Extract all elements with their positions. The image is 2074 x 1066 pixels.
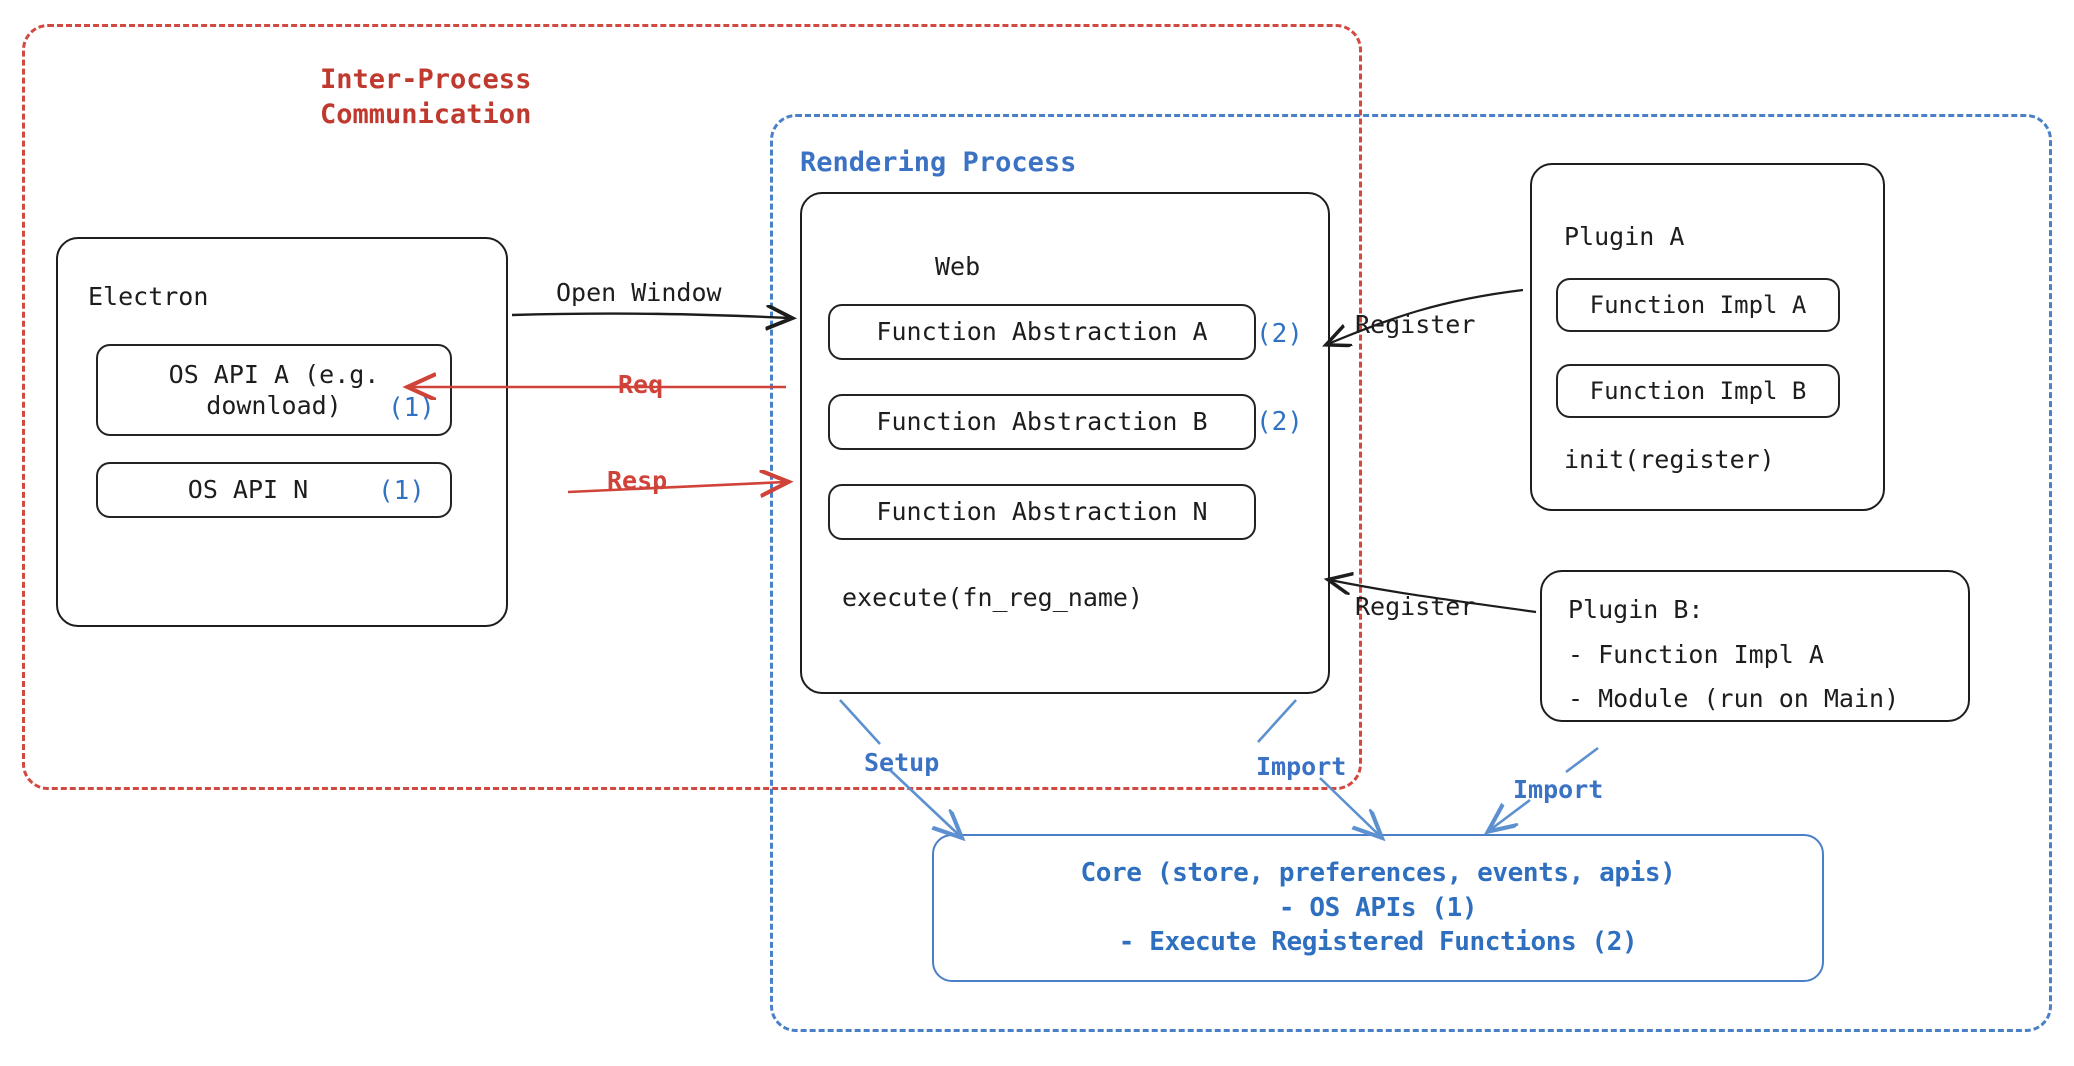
group-rendering-process bbox=[770, 114, 2052, 1032]
plugin-a-box[interactable] bbox=[1530, 163, 1885, 511]
edge-label-import-1: Import bbox=[1256, 752, 1347, 781]
web-title: Web bbox=[935, 252, 981, 281]
plugin-b-line-1: Plugin B: bbox=[1568, 595, 1704, 624]
group-inter-process-communication bbox=[22, 24, 1362, 790]
plugin-b-line-2: - Function Impl A bbox=[1568, 640, 1824, 669]
core-line-1: Core (store, preferences, events, apis) bbox=[1080, 858, 1676, 889]
edge-label-import-2: Import bbox=[1513, 775, 1604, 804]
plugin-a-init-label: init(register) bbox=[1564, 445, 1775, 474]
os-api-n-marker: (1) bbox=[378, 476, 425, 506]
os-api-a-marker: (1) bbox=[388, 393, 435, 423]
edge-label-register-a: Register bbox=[1355, 310, 1476, 339]
group-label-rendering-process: Rendering Process bbox=[800, 147, 1077, 178]
core-box[interactable]: Core (store, preferences, events, apis) … bbox=[932, 834, 1824, 982]
function-abstraction-b-marker: (2) bbox=[1256, 407, 1303, 437]
group-label-inter-process-communication: Inter-Process Communication bbox=[320, 64, 532, 131]
web-execute-label: execute(fn_reg_name) bbox=[842, 583, 1144, 612]
edge-label-req: Req bbox=[618, 370, 664, 399]
edge-label-register-b: Register bbox=[1355, 592, 1476, 621]
function-abstraction-a-marker: (2) bbox=[1256, 319, 1303, 349]
edge-label-open-window: Open Window bbox=[556, 278, 722, 307]
function-abstraction-b-label: Function Abstraction B bbox=[876, 407, 1208, 437]
plugin-a-title: Plugin A bbox=[1564, 222, 1685, 251]
function-abstraction-b-box[interactable]: Function Abstraction B bbox=[828, 394, 1256, 450]
function-abstraction-n-box[interactable]: Function Abstraction N bbox=[828, 484, 1256, 540]
function-impl-a-box[interactable]: Function Impl A bbox=[1556, 278, 1840, 332]
function-abstraction-n-label: Function Abstraction N bbox=[876, 497, 1208, 527]
function-abstraction-a-label: Function Abstraction A bbox=[876, 317, 1208, 347]
core-line-3: - Execute Registered Functions (2) bbox=[1118, 927, 1638, 958]
os-api-a-box[interactable]: OS API A (e.g. download) bbox=[96, 344, 452, 436]
edge-label-resp: Resp bbox=[607, 466, 668, 495]
electron-title: Electron bbox=[88, 282, 209, 311]
core-line-2: - OS APIs (1) bbox=[1278, 892, 1478, 923]
edge-label-setup: Setup bbox=[864, 748, 940, 777]
function-impl-b-box[interactable]: Function Impl B bbox=[1556, 364, 1840, 418]
function-impl-b-label: Function Impl B bbox=[1589, 377, 1807, 405]
os-api-n-label: OS API N bbox=[187, 475, 309, 505]
function-abstraction-a-box[interactable]: Function Abstraction A bbox=[828, 304, 1256, 360]
os-api-n-box[interactable]: OS API N bbox=[96, 462, 452, 518]
plugin-b-box[interactable] bbox=[1540, 570, 1970, 722]
os-api-a-label: OS API A (e.g. download) bbox=[168, 359, 380, 420]
plugin-b-line-3: - Module (run on Main) bbox=[1568, 684, 1900, 713]
function-impl-a-label: Function Impl A bbox=[1589, 291, 1807, 319]
